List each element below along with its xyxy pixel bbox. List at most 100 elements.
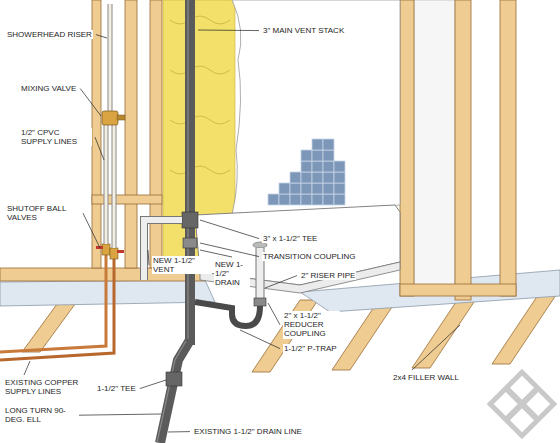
tile xyxy=(301,172,312,183)
valve-handle xyxy=(117,250,124,253)
callout-label: 2" x 1-1/2" REDUCER COUPLING xyxy=(283,311,340,339)
tile xyxy=(323,183,334,194)
stud xyxy=(125,0,137,268)
callout-label: EXISTING COPPER SUPPLY LINES xyxy=(4,378,94,396)
logo-petal xyxy=(526,392,550,416)
logo-petal xyxy=(494,392,518,416)
leader-line xyxy=(412,325,460,370)
tile xyxy=(312,150,323,161)
tile xyxy=(323,172,334,183)
callout-label: SHOWERHEAD RISER xyxy=(6,30,93,39)
joist xyxy=(22,300,78,352)
callout-label: 1-1/2" P-TRAP xyxy=(283,344,338,353)
vent-stack xyxy=(185,0,195,345)
callout-label: SHUTOFF BALL VALVES xyxy=(6,204,80,222)
valve-stem xyxy=(117,115,125,120)
leader-line xyxy=(200,220,259,239)
p-trap xyxy=(195,302,260,326)
tile xyxy=(290,194,301,205)
pipe-highlight xyxy=(157,341,186,443)
stack-tee xyxy=(182,212,198,228)
tile xyxy=(334,172,345,183)
tile xyxy=(268,194,279,205)
reducer-coupling xyxy=(254,298,266,306)
tile xyxy=(312,183,323,194)
leader-line xyxy=(80,89,101,116)
tile xyxy=(312,161,323,172)
logo-diamond xyxy=(487,369,558,440)
watermark-logo xyxy=(487,369,558,440)
leader-line xyxy=(148,250,149,265)
callout-label: LONG TURN 90-DEG. ELL xyxy=(4,406,76,424)
tile xyxy=(290,183,301,194)
tile xyxy=(312,172,323,183)
mixing-valve xyxy=(102,111,118,125)
backer-board xyxy=(232,0,400,215)
leader-line xyxy=(79,414,161,415)
leader-line xyxy=(24,361,30,375)
callout-label: 1-1/2" TEE xyxy=(96,384,137,393)
stud xyxy=(455,0,471,300)
callout-label: EXISTING 1-1/2" DRAIN LINE xyxy=(193,427,303,436)
callout-label: MIXING VALVE xyxy=(20,84,77,93)
callout-label: 2" RISER PIPE xyxy=(300,271,356,280)
leader-line xyxy=(200,243,259,257)
leader-line xyxy=(168,431,190,432)
stud xyxy=(92,0,101,268)
tile xyxy=(279,194,290,205)
stud xyxy=(500,0,516,296)
joist xyxy=(492,292,558,364)
tile xyxy=(290,172,301,183)
callout-label: 2x4 FILLER WALL xyxy=(392,373,460,382)
tile xyxy=(323,139,334,150)
tile xyxy=(301,183,312,194)
leader-line xyxy=(96,35,107,38)
stud xyxy=(400,0,414,296)
cpvc-supply xyxy=(106,4,114,248)
copper-line xyxy=(0,255,114,360)
transition-coupling xyxy=(183,238,197,248)
cpvc-outline xyxy=(106,4,114,248)
tile xyxy=(323,194,334,205)
sole-plate xyxy=(400,284,516,296)
drywall-panel xyxy=(414,0,455,292)
tile xyxy=(312,139,323,150)
tile xyxy=(312,194,323,205)
callout-label: TRANSITION COUPLING xyxy=(262,252,356,261)
callout-label: 3" MAIN VENT STACK xyxy=(262,26,345,35)
tile xyxy=(334,183,345,194)
callout-label: 3" x 1-1/2" TEE xyxy=(262,234,318,243)
tile xyxy=(279,183,290,194)
logo-petal xyxy=(510,376,534,400)
joist xyxy=(412,296,478,368)
copper-line xyxy=(0,255,106,352)
ball-valve xyxy=(102,244,110,255)
callout-label: NEW 1-1/2" VENT xyxy=(152,256,212,274)
callout-label: NEW 1-1/2" DRAIN xyxy=(214,260,250,288)
blocking xyxy=(92,195,162,204)
tile xyxy=(323,161,334,172)
ball-valve xyxy=(110,248,118,259)
tile xyxy=(301,194,312,205)
leader-line xyxy=(83,213,100,248)
tile xyxy=(334,161,345,172)
tile xyxy=(323,150,334,161)
drain-tee xyxy=(166,372,182,386)
stud xyxy=(150,0,162,268)
tile xyxy=(301,161,312,172)
tile xyxy=(334,194,345,205)
leader-line xyxy=(95,137,104,160)
leader-line xyxy=(240,330,280,349)
leader-line xyxy=(268,303,280,325)
wall-tiles xyxy=(268,139,345,205)
pipe-highlight xyxy=(187,0,188,345)
insulation-texture xyxy=(170,16,230,224)
leader-line xyxy=(198,30,259,32)
filler-wall-studs xyxy=(400,0,516,300)
callout-label: 1/2" CPVC SUPPLY LINES xyxy=(20,128,92,146)
leader-line xyxy=(265,276,297,288)
tile xyxy=(301,150,312,161)
